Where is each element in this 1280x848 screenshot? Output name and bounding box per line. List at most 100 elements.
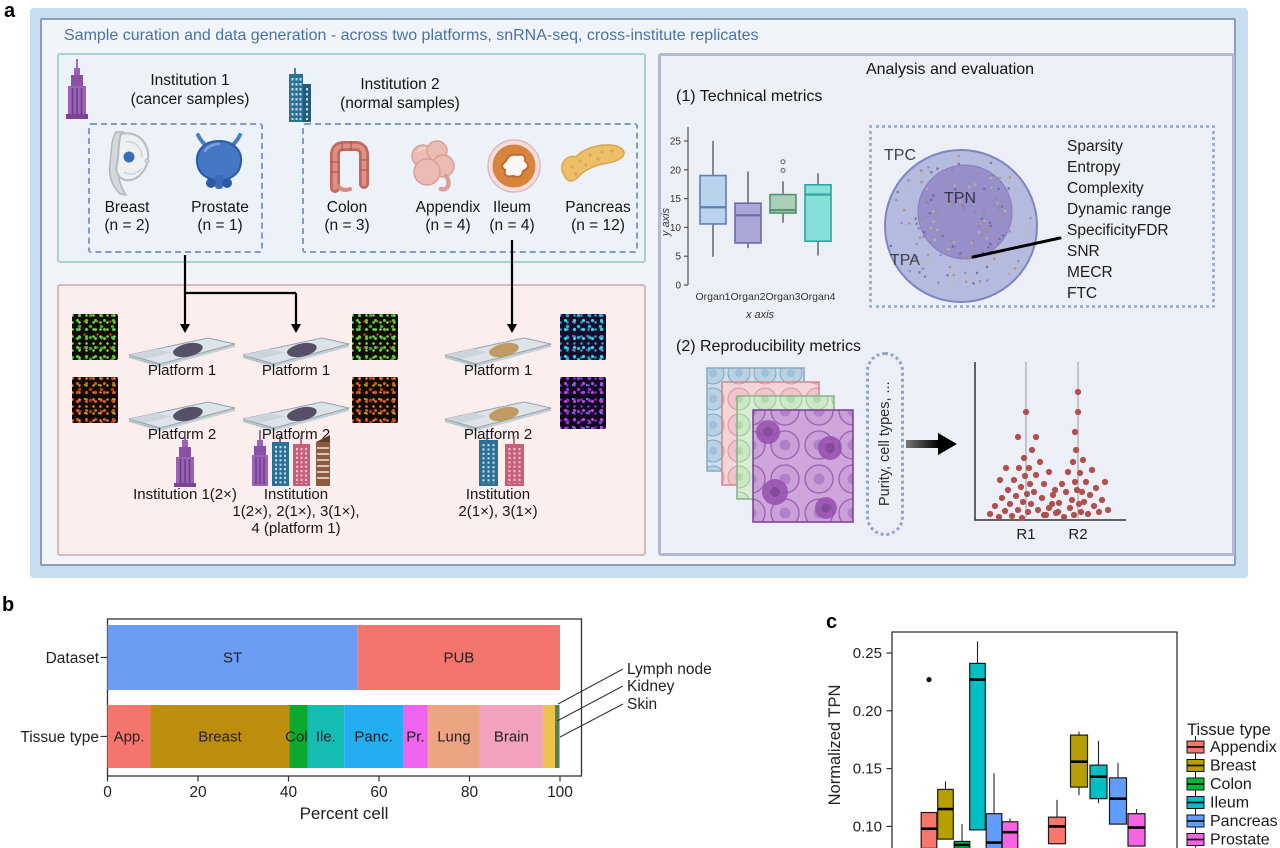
label-line: 2(1×), 3(1×) [458, 503, 538, 520]
pancreas-icon [556, 141, 630, 193]
svg-text:0.25: 0.25 [853, 645, 882, 662]
organ-name: Appendix [415, 199, 481, 216]
appendix-icon [402, 135, 460, 195]
svg-text:0.10: 0.10 [853, 818, 882, 835]
label-line: 1(2×), 2(1×), 3(1×), [232, 503, 360, 520]
panel-a-label: a [4, 0, 16, 22]
svg-text:Normalized TPN: Normalized TPN [826, 685, 844, 806]
svg-text:x axis: x axis [745, 309, 775, 321]
organ-n: (n = 12) [571, 217, 625, 234]
cancer-organs-box [88, 123, 263, 253]
svg-text:10: 10 [670, 223, 682, 234]
svg-text:Kidney: Kidney [627, 678, 675, 695]
colon-icon [322, 138, 376, 194]
svg-text:Pr.: Pr. [406, 729, 424, 746]
svg-text:Brain: Brain [494, 729, 529, 746]
institution-1-building-icon [64, 58, 90, 120]
breast-icon [98, 128, 156, 198]
svg-text:Percent cell: Percent cell [300, 804, 389, 823]
svg-text:Breast: Breast [1210, 758, 1257, 775]
metric-item: Complexity [1067, 180, 1144, 197]
normal-organs-box [302, 123, 638, 253]
organ-name: Prostate [191, 199, 249, 216]
svg-text:Lymph node: Lymph node [627, 661, 712, 678]
metric-item: Entropy [1067, 159, 1121, 176]
svg-text:5: 5 [675, 252, 681, 263]
svg-text:PUB: PUB [443, 650, 474, 667]
column-institution-label: Institution 1(2×), 2(1×), 3(1×), 4 (plat… [226, 486, 366, 537]
svg-text:25: 25 [670, 137, 682, 148]
organ-label-appendix: Appendix (n = 4) [408, 199, 488, 235]
svg-text:Organ2: Organ2 [730, 291, 765, 303]
svg-text:Col.: Col. [285, 729, 312, 746]
tissue-slide-icon [442, 328, 554, 368]
svg-text:Dataset: Dataset [46, 650, 100, 667]
svg-text:Organ4: Organ4 [800, 291, 835, 303]
organ-label-colon: Colon (n = 3) [312, 199, 382, 235]
svg-text:40: 40 [280, 784, 298, 801]
panel-b-label: b [2, 594, 15, 616]
svg-text:Colon: Colon [1210, 776, 1252, 793]
label-line: Institution [465, 486, 531, 503]
svg-text:Panc.: Panc. [354, 729, 392, 746]
svg-text:Organ1: Organ1 [695, 291, 730, 303]
svg-text:R2: R2 [1068, 526, 1087, 543]
svg-text:Ileum: Ileum [1210, 795, 1249, 812]
column-institution-label: Institution 2(1×), 3(1×) [428, 486, 568, 520]
platform-label: Platform 1 [261, 362, 331, 379]
tissue-slide-icon [126, 328, 238, 368]
svg-text:Lung: Lung [437, 729, 470, 746]
organ-name: Colon [326, 199, 368, 216]
cell-tiles-icon [706, 367, 854, 523]
organ-n: (n = 1) [197, 217, 243, 234]
organ-n: (n = 4) [425, 217, 471, 234]
metric-item: FTC [1067, 285, 1098, 302]
platform-label: Platform 2 [463, 426, 533, 443]
svg-text:0.20: 0.20 [853, 703, 882, 720]
tpc-tpn-tpa-venn [884, 149, 1038, 303]
microscopy-thumbnail-magenta [560, 377, 606, 429]
tissue-slide-icon [442, 392, 554, 432]
institution-buildings-icon [476, 430, 528, 488]
purity-oval-label: Purity, cell types, ... [877, 381, 893, 507]
metric-item: MECR [1067, 264, 1113, 281]
svg-text:R1: R1 [1016, 526, 1035, 543]
panel-a-title: Sample curation and data generation - ac… [64, 27, 759, 44]
svg-text:20: 20 [670, 165, 682, 176]
institution-buildings-icon [252, 428, 344, 488]
svg-text:Pancreas: Pancreas [1210, 813, 1278, 830]
institution-1-subtitle: (cancer samples) [130, 91, 250, 108]
platform-label: Platform 2 [147, 426, 217, 443]
svg-text:y axis: y axis [660, 207, 672, 237]
svg-text:20: 20 [189, 784, 207, 801]
organ-n: (n = 4) [489, 217, 535, 234]
metric-item: Dynamic range [1067, 201, 1172, 218]
metric-item: SpecificityFDR [1067, 222, 1169, 239]
svg-text:Prostate: Prostate [1210, 832, 1270, 848]
technical-metrics-title: (1) Technical metrics [676, 88, 823, 105]
metric-list: Sparsity Entropy Complexity Dynamic rang… [1067, 136, 1171, 304]
svg-text:Appendix: Appendix [1210, 739, 1277, 756]
metric-item: Sparsity [1067, 138, 1123, 155]
institution-2-building-icon [286, 66, 314, 124]
svg-text:App.: App. [114, 729, 145, 746]
organ-label-pancreas: Pancreas (n = 12) [558, 199, 638, 235]
svg-text:100: 100 [547, 784, 573, 801]
svg-text:0: 0 [103, 784, 112, 801]
venn-label-tpa: TPA [890, 252, 920, 269]
organ-name: Breast [104, 199, 150, 216]
svg-text:80: 80 [461, 784, 479, 801]
svg-text:Tissue type: Tissue type [1187, 721, 1271, 739]
analysis-title: Analysis and evaluation [865, 61, 1035, 78]
institution-buildings-icon [168, 430, 202, 488]
svg-text:0.15: 0.15 [853, 761, 882, 778]
label-line: 4 (platform 1) [251, 520, 341, 537]
purity-oval: Purity, cell types, ... [866, 352, 904, 536]
institution-2-name: Institution 2 [360, 76, 440, 93]
svg-text:Skin: Skin [627, 696, 657, 713]
microscopy-thumbnail-orange [352, 377, 398, 423]
organ-label-prostate: Prostate (n = 1) [185, 199, 255, 235]
platform-label: Platform 2 [261, 426, 331, 443]
prostate-icon [190, 129, 248, 195]
